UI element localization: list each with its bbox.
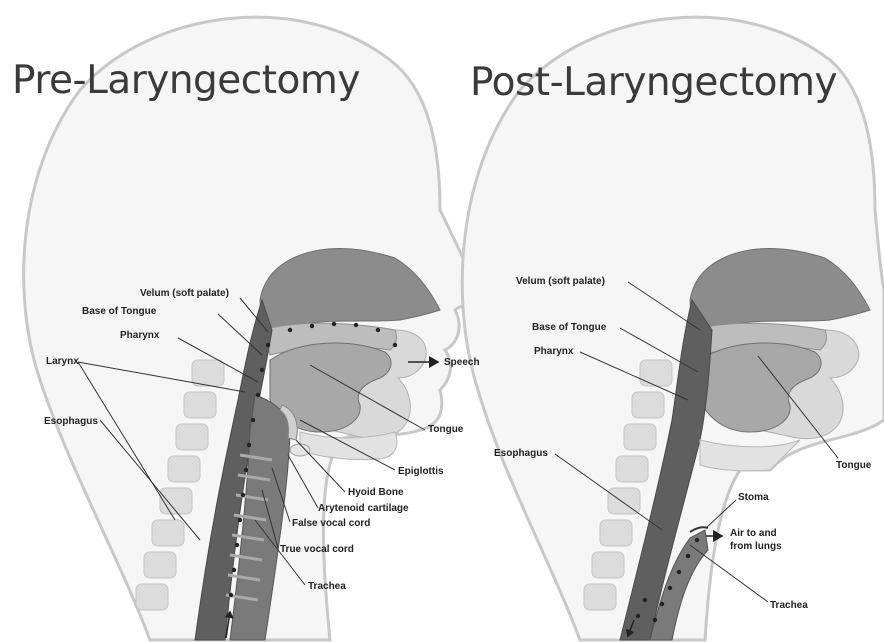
label-larynx-left: Larynx	[46, 356, 79, 368]
label-base-of-tongue-right: Base of Tongue	[532, 322, 606, 334]
label-tongue-left: Tongue	[428, 424, 463, 436]
label-pharynx-left: Pharynx	[120, 330, 159, 342]
label-tongue-right: Tongue	[836, 460, 871, 472]
label-trachea-right: Trachea	[770, 600, 808, 612]
left-hyoid	[290, 444, 310, 456]
label-air-line2: from lungs	[730, 541, 782, 553]
label-air-line1: Air to and	[730, 528, 777, 540]
label-base-of-tongue-left: Base of Tongue	[82, 306, 156, 318]
right-panel-title: Post-Laryngectomy	[470, 60, 837, 105]
left-panel-title: Pre-Laryngectomy	[12, 58, 360, 103]
left-head-illustration	[24, 17, 485, 640]
label-false-vocal-cord: False vocal cord	[292, 518, 370, 530]
label-stoma: Stoma	[738, 492, 769, 504]
label-speech: Speech	[444, 357, 480, 369]
label-velum-right: Velum (soft palate)	[516, 276, 605, 288]
label-true-vocal-cord: True vocal cord	[280, 544, 354, 556]
label-pharynx-right: Pharynx	[534, 346, 573, 358]
right-head-outline	[462, 17, 884, 640]
label-trachea-left: Trachea	[308, 581, 346, 593]
right-head-illustration	[462, 17, 884, 640]
label-epiglottis: Epiglottis	[398, 466, 444, 478]
label-hyoid-bone: Hyoid Bone	[348, 487, 404, 499]
label-arytenoid-cartilage: Arytenoid cartilage	[318, 503, 409, 515]
label-esophagus-right: Esophagus	[494, 448, 548, 460]
label-esophagus-left: Esophagus	[44, 416, 98, 428]
label-velum-left: Velum (soft palate)	[140, 288, 229, 300]
